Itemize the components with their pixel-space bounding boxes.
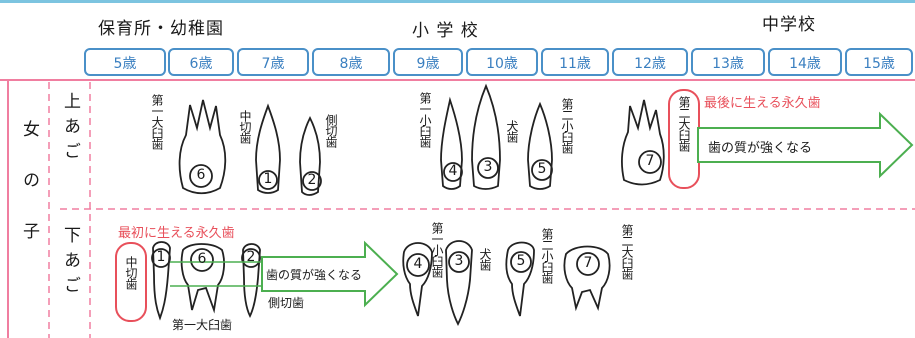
stage-elementary: 小 学 校 (412, 21, 479, 41)
upper-arrow-text: 歯の質が強くなる (708, 141, 813, 156)
lower-tooth-name-central-incisor: 中切歯 (124, 256, 138, 289)
upper-tooth-name-central-incisor: 中切歯 (238, 110, 252, 143)
age-9: 9歳 (393, 48, 463, 76)
upper-premolar-5-shape (527, 101, 553, 190)
lower-tooth-name-first-molar: 第一大臼歯 (172, 318, 233, 332)
upper-tooth-num-4: 4 (448, 163, 458, 179)
age-8: 8歳 (312, 48, 390, 76)
lower-canine-3-shape (445, 240, 473, 327)
lower-arrow-text: 歯の質が強くなる (266, 268, 363, 282)
upper-tooth-num-3: 3 (483, 159, 493, 175)
upper-tooth-name-first-premolar: 第一小臼歯 (418, 92, 432, 147)
lower-tooth-num-4: 4 (413, 256, 423, 272)
top-border (0, 0, 915, 3)
age-14: 14歳 (768, 48, 842, 76)
age-10: 10歳 (466, 48, 538, 76)
age-5: 5歳 (84, 48, 166, 76)
upper-molar-6-shape (178, 99, 227, 195)
upper-tooth-name-canine: 犬歯 (505, 120, 519, 142)
upper-tooth-name-lateral-incisor: 側切歯 (324, 114, 338, 147)
lower-jaw-label: 下あご (60, 226, 80, 301)
age-6: 6歳 (168, 48, 234, 76)
lower-central-incisor-shape (152, 241, 171, 321)
upper-canine-3-shape (471, 83, 501, 190)
row-label-girl: 女の子 (19, 120, 39, 273)
lower-molar-7-shape (563, 245, 611, 312)
age-12: 12歳 (612, 48, 688, 76)
lower-tooth-name-first-premolar: 第一小臼歯 (430, 222, 444, 277)
lower-tooth-name-second-molar: 第二大臼歯 (620, 224, 634, 279)
lower-tooth-num-1: 1 (156, 249, 166, 265)
age-7: 7歳 (237, 48, 309, 76)
lower-tooth-num-5: 5 (516, 253, 526, 269)
upper-tooth-name-first-molar: 第一大臼歯 (150, 94, 164, 149)
lower-tooth-name-lateral-incisor: 側切歯 (268, 296, 305, 310)
lower-premolar-4-shape (402, 242, 433, 317)
lower-tooth-num-3: 3 (454, 253, 464, 269)
upper-tooth-num-7: 7 (645, 153, 655, 169)
upper-arrow-icon (697, 111, 914, 179)
lower-note-first-permanent: 最初に生える永久歯 (118, 226, 235, 241)
upper-molar-7-shape (621, 99, 665, 186)
upper-lateral-incisor-shape (299, 115, 321, 196)
lower-tooth-num-2: 2 (246, 249, 256, 265)
lower-tooth-num-6: 6 (197, 251, 207, 267)
upper-tooth-num-2: 2 (307, 172, 317, 188)
lower-tooth-name-canine: 犬歯 (478, 248, 492, 270)
upper-tooth-num-5: 5 (537, 161, 547, 177)
upper-premolar-4-shape (440, 96, 463, 190)
age-11: 11歳 (541, 48, 609, 76)
upper-tooth-num-1: 1 (263, 171, 273, 187)
age-13: 13歳 (691, 48, 765, 76)
upper-central-incisor-shape (255, 103, 281, 194)
lower-lateral-incisor-shape (242, 243, 261, 319)
lower-molar-6-shape (180, 243, 225, 314)
upper-jaw-label: 上あご (60, 92, 80, 167)
lower-tooth-num-7: 7 (583, 255, 593, 271)
lower-arrow-icon (261, 240, 399, 308)
upper-tooth-num-6: 6 (196, 167, 206, 183)
lower-tooth-name-second-premolar: 第二小臼歯 (540, 228, 554, 283)
upper-note-last-permanent: 最後に生える永久歯 (704, 96, 821, 111)
lower-premolar-5-shape (505, 241, 535, 317)
stage-junior-high: 中学校 (762, 15, 816, 35)
age-15: 15歳 (845, 48, 913, 76)
upper-tooth-name-second-molar: 第二大臼歯 (677, 96, 691, 151)
upper-tooth-name-second-premolar: 第二小臼歯 (560, 98, 574, 153)
stage-nursery: 保育所・幼稚園 (98, 19, 224, 39)
